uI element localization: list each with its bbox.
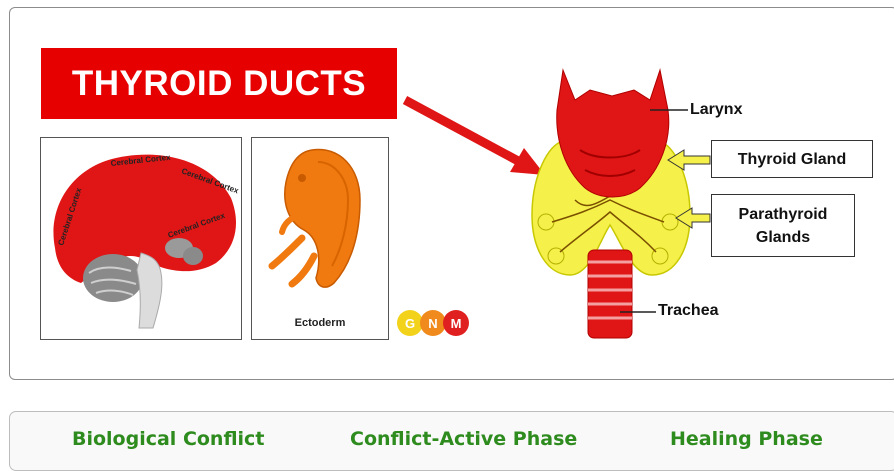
brain-panel: Cerebral Cortex Cerebral Cortex Cerebral… xyxy=(40,137,242,340)
thyroid-gland-label-box: Thyroid Gland xyxy=(711,140,873,178)
pointer-arrow xyxy=(405,100,520,162)
parathyroid-label-box: Parathyroid Glands xyxy=(711,194,855,257)
figure-title: THYROID DUCTS xyxy=(72,64,366,104)
embryo-illustration xyxy=(252,138,388,308)
brain-illustration: Cerebral Cortex Cerebral Cortex Cerebral… xyxy=(41,138,241,339)
title-banner: THYROID DUCTS xyxy=(41,48,397,119)
tab-healing-phase[interactable]: Healing Phase xyxy=(670,428,823,450)
tab-conflict-active-phase[interactable]: Conflict-Active Phase xyxy=(350,428,577,450)
tab-biological-conflict[interactable]: Biological Conflict xyxy=(72,428,264,450)
trachea-label: Trachea xyxy=(658,302,718,320)
parathyroid-label-line1: Parathyroid xyxy=(739,203,828,226)
larynx-label: Larynx xyxy=(690,101,742,119)
embryo-panel: Ectoderm xyxy=(251,137,389,340)
parathyroid-label-line2: Glands xyxy=(739,226,828,249)
thyroid-gland-label: Thyroid Gland xyxy=(738,148,846,171)
ectoderm-label: Ectoderm xyxy=(252,317,388,329)
